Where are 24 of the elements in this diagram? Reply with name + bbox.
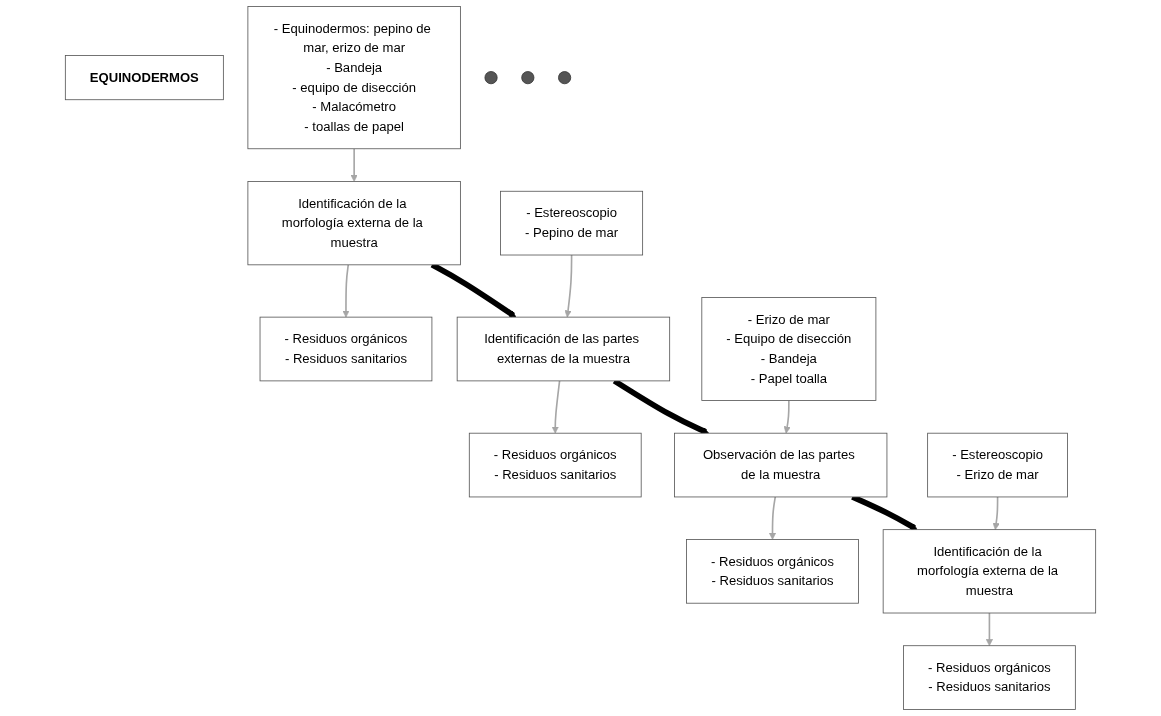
arrow [564,254,573,318]
node-box: - Residuos orgánicos - Residuos sanitarios [259,316,433,382]
node-box: - Estereoscopio - Erizo de mar [927,432,1068,498]
arrow [350,147,358,182]
node-circle [521,71,535,85]
node-box: - Residuos orgánicos - Residuos sanitarios [686,539,859,604]
arrow [783,399,791,434]
arrow [985,612,993,647]
node-box: - Residuos orgánicos - Residuos sanitarios [903,645,1076,710]
arrow [551,380,561,434]
node-box: Identificación de la morfología externa de la muestra [247,181,461,266]
node-box: Identificación de las partes externas de la muestra [456,316,671,382]
node-box: - Residuos orgánicos - Residuos sanitarios [468,432,642,498]
arrow [992,496,1000,530]
node-circle [558,71,572,85]
node-box: Observación de las partes de la muestra [674,432,888,498]
node-box: - Equinodermos: pepino de mar, erizo de mar - Bandeja - equipo de disección - Malacómetro - toallas de papel [247,6,461,150]
node-box: - Erizo de mar - Equipo de disección - Bandeja - Papel toalla [701,297,877,401]
node-box: EQUINODERMOS [64,55,224,101]
node-circle [484,71,498,85]
arrow [342,264,350,318]
node-box: - Estereoscopio - Pepino de mar [500,190,644,256]
node-box: Identificación de la morfología externa de la muestra [882,529,1097,614]
arrow [768,496,777,540]
